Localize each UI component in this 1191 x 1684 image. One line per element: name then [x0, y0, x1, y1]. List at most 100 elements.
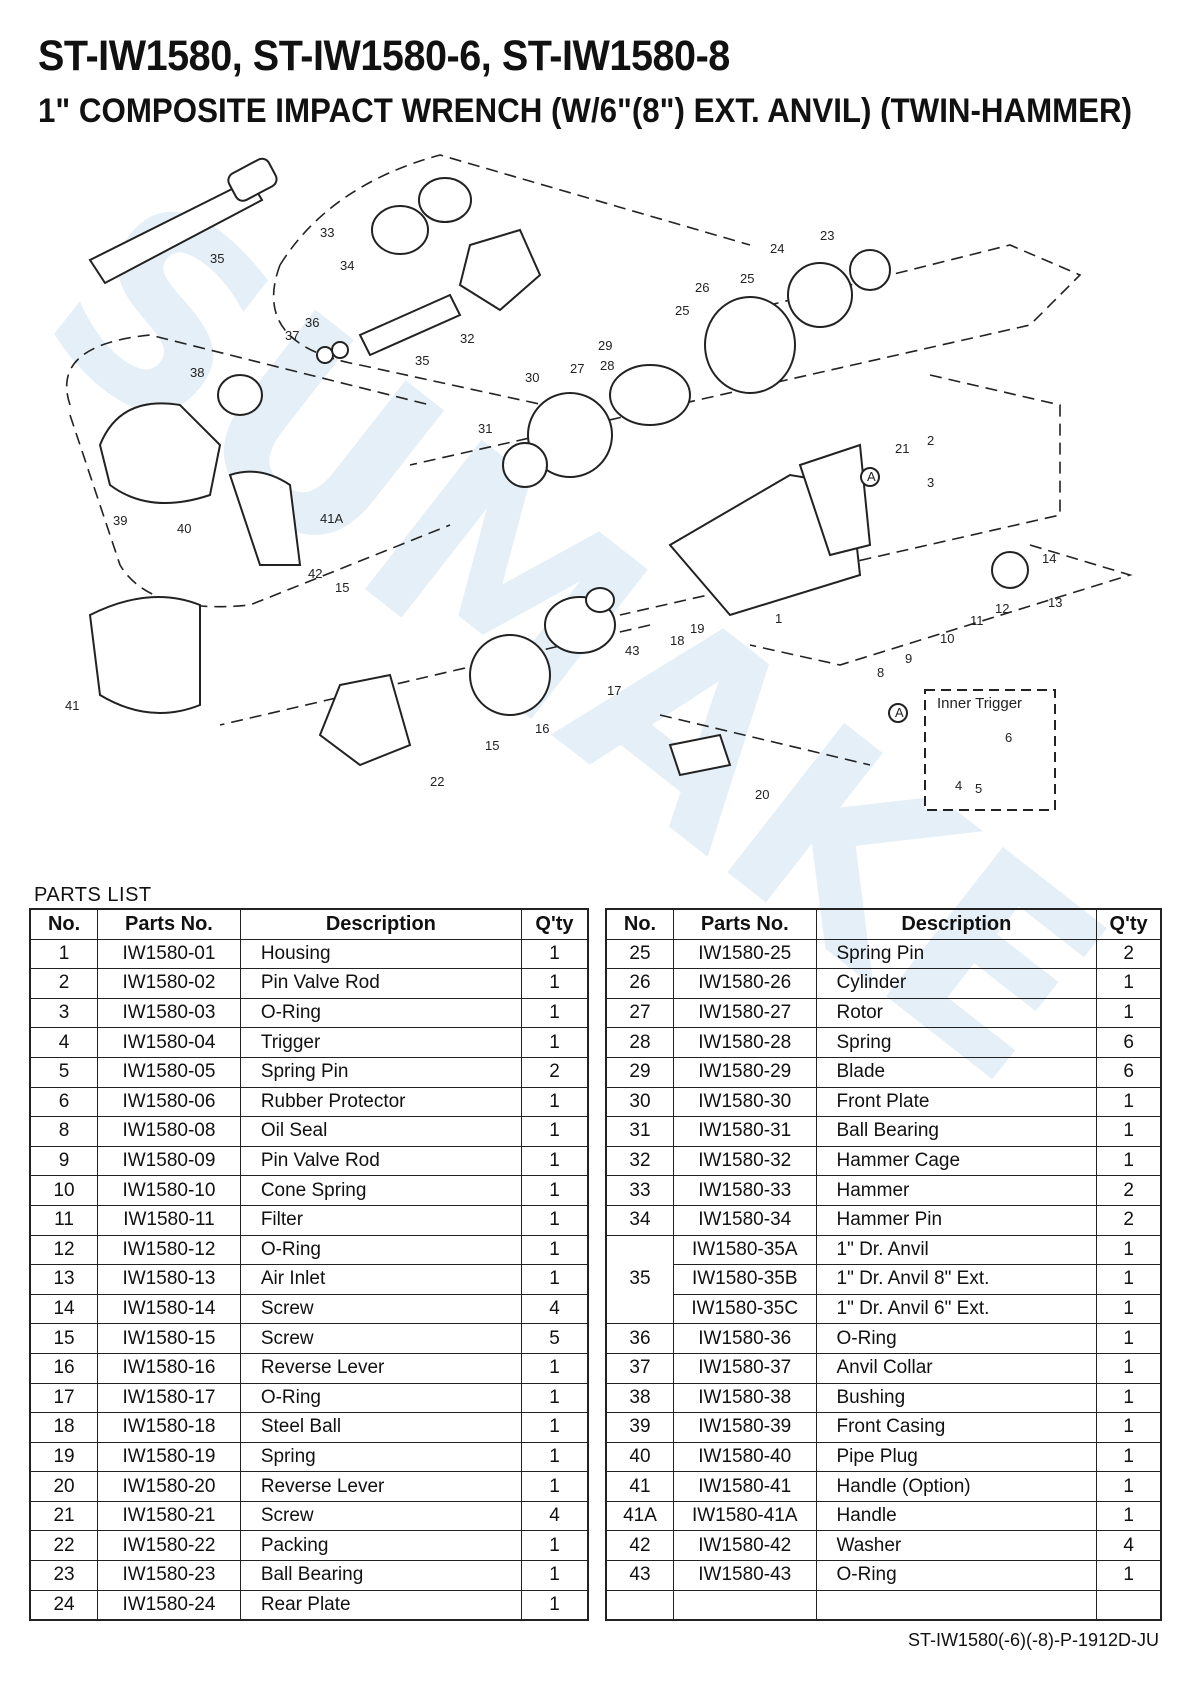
callout-label: 25	[675, 303, 689, 318]
callout-label: 22	[430, 774, 444, 789]
description-cell: Screw	[239, 1323, 522, 1354]
part-number-cell: 15	[29, 1323, 99, 1354]
assembly-guide-line	[659, 714, 871, 766]
description-cell	[815, 1589, 1098, 1621]
description-cell: Packing	[239, 1530, 522, 1562]
part-number-cell: 43	[605, 1560, 674, 1591]
quantity-cell: 2	[1096, 1175, 1162, 1206]
description-cell: Anvil Collar	[815, 1352, 1098, 1384]
part-code-cell: IW1580-30	[673, 1086, 817, 1118]
description-cell: Washer	[815, 1530, 1098, 1562]
part-number-cell: 41A	[605, 1500, 674, 1532]
description-cell: Bushing	[815, 1382, 1098, 1414]
rotor-part	[609, 364, 691, 426]
part-code-cell: IW1580-26	[673, 968, 817, 999]
part-code-cell: IW1580-43	[673, 1560, 817, 1591]
description-cell: Reverse Lever	[239, 1352, 522, 1384]
part-number-cell: 2	[29, 968, 99, 999]
bushing-part	[217, 374, 263, 416]
description-cell: Ball Bearing	[815, 1116, 1098, 1147]
table-header-row: No. Parts No. Description Q'ty	[605, 908, 1162, 940]
reverse-lever-part	[668, 733, 732, 777]
quantity-cell: 1	[520, 1589, 589, 1621]
ball-bearing-part	[849, 249, 891, 291]
quantity-cell: 1	[520, 1412, 589, 1443]
callout-label: 23	[820, 228, 834, 243]
callout-label: 8	[877, 665, 884, 680]
quantity-cell: 6	[1096, 1056, 1162, 1088]
air-inlet-part	[991, 551, 1029, 589]
part-code-cell: IW1580-41A	[673, 1500, 817, 1532]
description-cell: Screw	[239, 1293, 522, 1325]
handle-part	[798, 443, 872, 557]
description-cell: Housing	[239, 938, 522, 970]
callout-label: 26	[695, 280, 709, 295]
description-cell: Cylinder	[815, 968, 1098, 999]
part-code-cell: IW1580-13	[97, 1264, 241, 1295]
assembly-guide-line	[219, 624, 651, 726]
front-casing-part	[98, 402, 222, 504]
column-header: Parts No.	[673, 908, 817, 940]
part-code-cell: IW1580-36	[673, 1323, 817, 1354]
callout-label: 19	[690, 621, 704, 636]
anvil-part	[88, 178, 264, 285]
part-code-cell: IW1580-39	[673, 1412, 817, 1443]
description-cell: Spring Pin	[239, 1056, 522, 1088]
part-number-cell: 1	[29, 938, 99, 970]
callout-label: 33	[320, 225, 334, 240]
callout-label: 34	[340, 258, 354, 273]
part-code-cell: IW1580-34	[673, 1204, 817, 1236]
callout-label: 24	[770, 241, 784, 256]
page-title: ST-IW1580, ST-IW1580-6, ST-IW1580-8	[38, 32, 730, 80]
callout-label: 17	[607, 683, 621, 698]
callout-label: 5	[975, 781, 982, 796]
part-number-cell: 34	[605, 1204, 674, 1236]
callout-label: 42	[308, 566, 322, 581]
quantity-cell: 1	[520, 1234, 589, 1266]
description-cell: Pipe Plug	[815, 1441, 1098, 1473]
quantity-cell: 1	[1096, 1352, 1162, 1384]
rear-plate-part	[787, 262, 853, 328]
quantity-cell: 1	[520, 1086, 589, 1118]
part-number-cell: 36	[605, 1323, 674, 1354]
description-cell: Air Inlet	[239, 1264, 522, 1295]
description-cell: Pin Valve Rod	[239, 1145, 522, 1177]
description-cell: O-Ring	[239, 997, 522, 1029]
callout-label: 12	[995, 601, 1009, 616]
column-header: Description	[815, 908, 1098, 940]
hammer-cage-part	[458, 228, 542, 312]
part-code-cell: IW1580-40	[673, 1441, 817, 1473]
callout-label: 30	[525, 370, 539, 385]
quantity-cell: 1	[1096, 997, 1162, 1029]
callout-label: 35	[210, 251, 224, 266]
quantity-cell: 1	[520, 1175, 589, 1206]
part-number-cell: 4	[29, 1027, 99, 1058]
part-number-cell: 20	[29, 1471, 99, 1502]
description-cell: Cone Spring	[239, 1175, 522, 1206]
part-code-cell: IW1580-35C	[673, 1293, 817, 1325]
part-number-cell: 11	[29, 1204, 99, 1236]
quantity-cell: 1	[1096, 1145, 1162, 1177]
description-cell: O-Ring	[239, 1234, 522, 1266]
part-code-cell: IW1580-12	[97, 1234, 241, 1266]
part-number-cell: 32	[605, 1145, 674, 1177]
part-number-cell: 12	[29, 1234, 99, 1266]
part-number-cell: 31	[605, 1116, 674, 1147]
part-code-cell: IW1580-15	[97, 1323, 241, 1354]
callout-label: 15	[485, 738, 499, 753]
quantity-cell: 1	[1096, 1116, 1162, 1147]
part-number-cell: 6	[29, 1086, 99, 1118]
hammer-part	[371, 205, 429, 255]
